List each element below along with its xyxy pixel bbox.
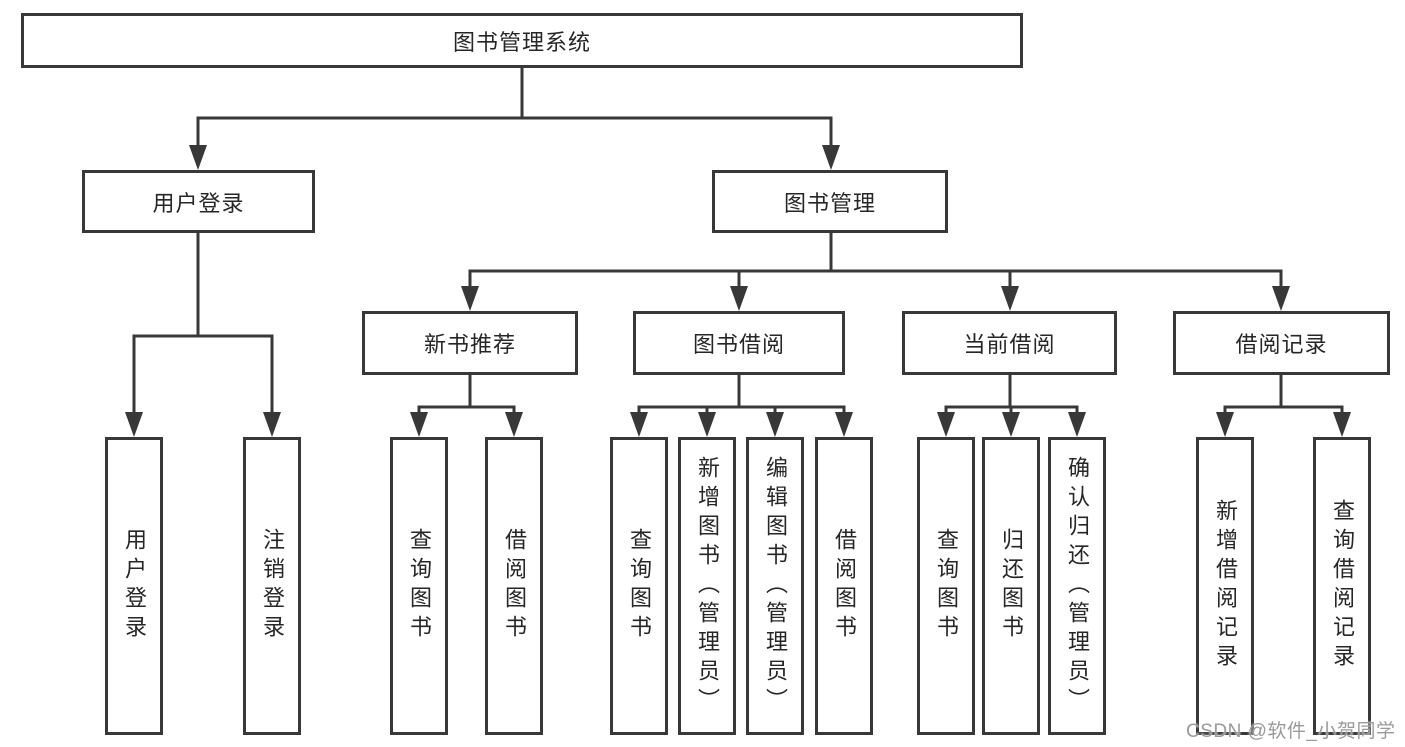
leaf-current-query-books: 查询图书 bbox=[917, 437, 975, 735]
node-label: 归还图书 bbox=[999, 528, 1024, 644]
node-new-book-recommend: 新书推荐 bbox=[362, 311, 578, 375]
node-label: 借阅图书 bbox=[502, 528, 527, 644]
node-borrowing-records: 借阅记录 bbox=[1173, 311, 1390, 375]
node-label: 图书借阅 bbox=[692, 332, 785, 357]
node-label: 用户登录 bbox=[152, 190, 245, 216]
node-label: 图书管理系统 bbox=[452, 29, 591, 55]
leaf-records-query-record: 查询借阅记录 bbox=[1313, 437, 1371, 735]
leaf-records-add-record: 新增借阅记录 bbox=[1196, 437, 1254, 735]
node-label: 用户登录 bbox=[122, 528, 147, 644]
leaf-logout: 注销登录 bbox=[243, 437, 301, 735]
node-label: 查询借阅记录 bbox=[1330, 499, 1355, 673]
leaf-borrowing-borrow-books: 借阅图书 bbox=[815, 437, 873, 735]
node-book-management: 图书管理 bbox=[712, 170, 948, 233]
leaf-current-confirm-return-admin: 确认归还（管理员） bbox=[1048, 437, 1106, 735]
node-book-borrowing: 图书借阅 bbox=[633, 311, 845, 375]
node-label: 借阅记录 bbox=[1235, 332, 1328, 357]
node-label: 查询图书 bbox=[627, 528, 652, 644]
node-label: 查询图书 bbox=[407, 528, 432, 644]
node-label: 新书推荐 bbox=[423, 332, 516, 357]
node-label: 借阅图书 bbox=[832, 528, 857, 644]
node-label: 编辑图书（管理员） bbox=[763, 455, 788, 717]
node-label: 查询图书 bbox=[934, 528, 959, 644]
leaf-borrowing-query-books: 查询图书 bbox=[610, 437, 668, 735]
leaf-newbook-query-books: 查询图书 bbox=[390, 437, 448, 735]
leaf-borrowing-add-books-admin: 新增图书（管理员） bbox=[678, 437, 736, 735]
leaf-newbook-borrow-books: 借阅图书 bbox=[485, 437, 543, 735]
node-label: 新增借阅记录 bbox=[1213, 499, 1238, 673]
node-user-login: 用户登录 bbox=[82, 170, 315, 233]
node-label: 确认归还（管理员） bbox=[1065, 455, 1090, 717]
node-current-borrowing: 当前借阅 bbox=[902, 311, 1117, 375]
node-library-management-system: 图书管理系统 bbox=[21, 13, 1023, 68]
node-label: 注销登录 bbox=[260, 528, 285, 644]
node-label: 新增图书（管理员） bbox=[695, 455, 720, 717]
leaf-current-return-books: 归还图书 bbox=[982, 437, 1040, 735]
csdn-watermark: CSDN @软件_小贺同学 bbox=[1186, 721, 1396, 742]
leaf-borrowing-edit-books-admin: 编辑图书（管理员） bbox=[746, 437, 804, 735]
node-label: 图书管理 bbox=[783, 190, 876, 216]
leaf-user-login: 用户登录 bbox=[105, 437, 163, 735]
node-label: 当前借阅 bbox=[963, 332, 1056, 357]
